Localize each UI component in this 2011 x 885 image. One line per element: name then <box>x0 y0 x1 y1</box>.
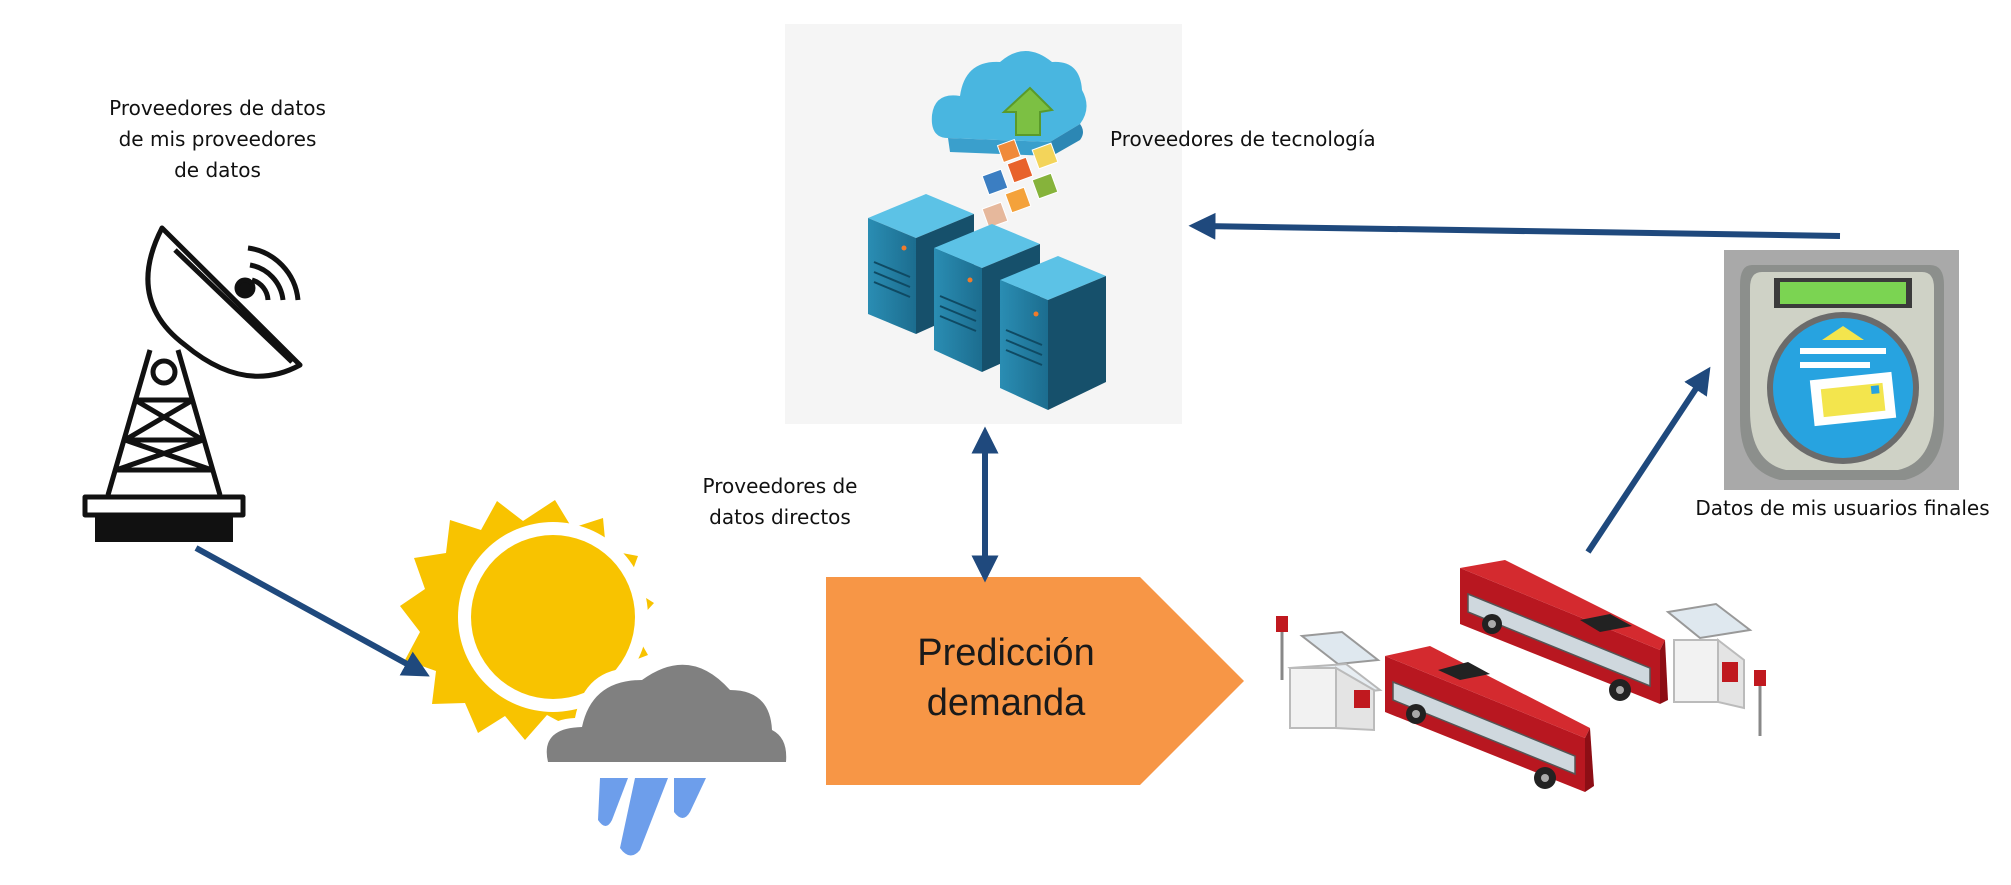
buses-and-bus-stops-icon <box>1276 560 1766 792</box>
sun-rain-weather-icon <box>400 500 799 856</box>
prediction-label-line-1: Predicción <box>917 632 1095 674</box>
indirect-label-line-2: de mis proveedores <box>118 127 317 151</box>
indirect-label-line-3: de datos <box>174 158 261 182</box>
prediction-demand-label: Predicción demanda <box>826 628 1186 728</box>
arrow-validator-to-technology <box>1188 212 1841 240</box>
end-users-data-label: Datos de mis usuarios finales <box>1695 496 1990 520</box>
flow-arrows <box>194 212 1841 677</box>
prediction-demand-process-shape <box>826 577 1247 787</box>
satellite-antenna-tower-icon <box>82 225 303 542</box>
arrow-indirect-to-direct <box>194 545 430 677</box>
prediction-label-line-2: demanda <box>926 682 1086 724</box>
direct-data-providers-label: Proveedores de datos directos <box>680 471 880 533</box>
indirect-data-providers-label: Proveedores de datos de mis proveedores … <box>85 93 350 186</box>
direct-label-line-1: Proveedores de <box>702 474 858 498</box>
arrow-buses-to-validator <box>1585 366 1711 554</box>
technology-providers-label: Proveedores de tecnología <box>1110 127 1376 151</box>
cloud-servers-icon <box>785 24 1182 424</box>
indirect-label-line-1: Proveedores de datos <box>109 96 326 120</box>
fare-card-validator-icon <box>1724 250 1959 490</box>
direct-label-line-2: datos directos <box>709 505 851 529</box>
